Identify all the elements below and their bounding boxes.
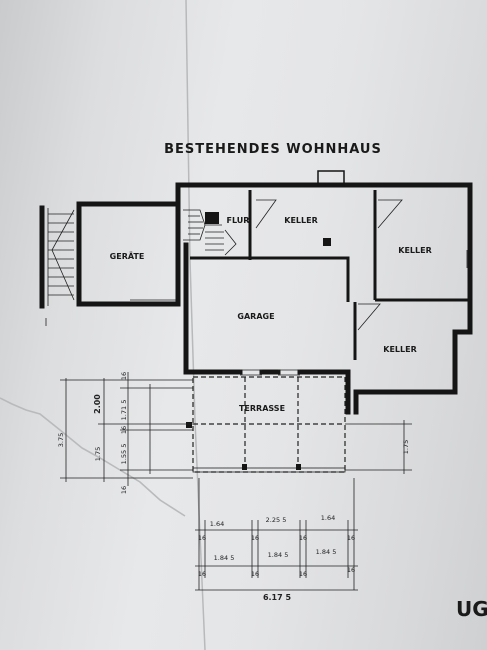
dim-inner-top: 16 — [120, 372, 128, 380]
dim-row1-a: 1.64 — [210, 520, 224, 528]
sheet-label: UG — [456, 597, 487, 621]
room-label-terrasse: TERRASSE — [239, 404, 285, 413]
dim-row2-c: 1.84 5 — [316, 548, 337, 556]
paper-fold-line — [185, 0, 206, 650]
dim-row2-b: 1.84 5 — [268, 551, 289, 559]
room-label-geraete: GERÄTE — [110, 251, 145, 261]
room-label-keller-2: KELLER — [398, 246, 431, 255]
dim-row2-w3: 16 — [299, 570, 307, 578]
room-label-flur: FLUR — [227, 216, 250, 225]
dim-row1-w3: 16 — [299, 534, 307, 542]
dim-row2-w4: 16 — [347, 566, 355, 574]
dim-row1-w1: 16 — [198, 534, 206, 542]
dim-row1-w4: 16 — [347, 534, 355, 542]
room-geraete: GERÄTE — [76, 201, 181, 307]
dim-left-lower: 1.75 — [94, 447, 102, 461]
dim-row2-w2: 16 — [251, 570, 259, 578]
room-label-garage: GARAGE — [237, 312, 274, 321]
dim-row1-c: 1.64 — [321, 514, 335, 522]
dim-total-width: 6.17 5 — [263, 593, 292, 602]
door-swings — [224, 199, 403, 331]
dim-inner-upper: 1.71 5 — [120, 400, 128, 421]
dim-left-total: 3.75 — [57, 433, 65, 447]
terrace: TERRASSE — [186, 376, 346, 473]
dim-inner-mid: 16 — [120, 426, 128, 434]
dim-row1-b: 2.25 5 — [266, 516, 287, 524]
exterior-stair — [39, 205, 75, 326]
dim-left-upper: 2.00 — [93, 394, 102, 414]
paper-tear — [0, 397, 186, 517]
plan-title: BESTEHENDES WOHNHAUS — [164, 142, 382, 157]
dim-row1-w2: 16 — [251, 534, 259, 542]
room-label-keller-3: KELLER — [383, 345, 416, 354]
dim-inner-lower: 1.55 5 — [120, 444, 128, 465]
bottom-dimensions: 1.64 2.25 5 1.64 16 16 16 16 1.84 5 1.84… — [195, 478, 358, 602]
interior-stair — [183, 209, 224, 251]
dim-right-side: 1.75 — [402, 440, 410, 454]
dim-inner-bottom: 16 — [120, 486, 128, 494]
right-dimension: 1.75 — [345, 420, 412, 474]
house-walls — [175, 170, 473, 415]
dim-row2-a: 1.84 5 — [214, 554, 235, 562]
room-label-keller-1: KELLER — [284, 216, 317, 225]
left-dimensions: 3.75 2.00 1.75 16 1.71 5 16 1.55 5 16 — [57, 372, 193, 494]
dim-row2-w1: 16 — [198, 570, 206, 578]
